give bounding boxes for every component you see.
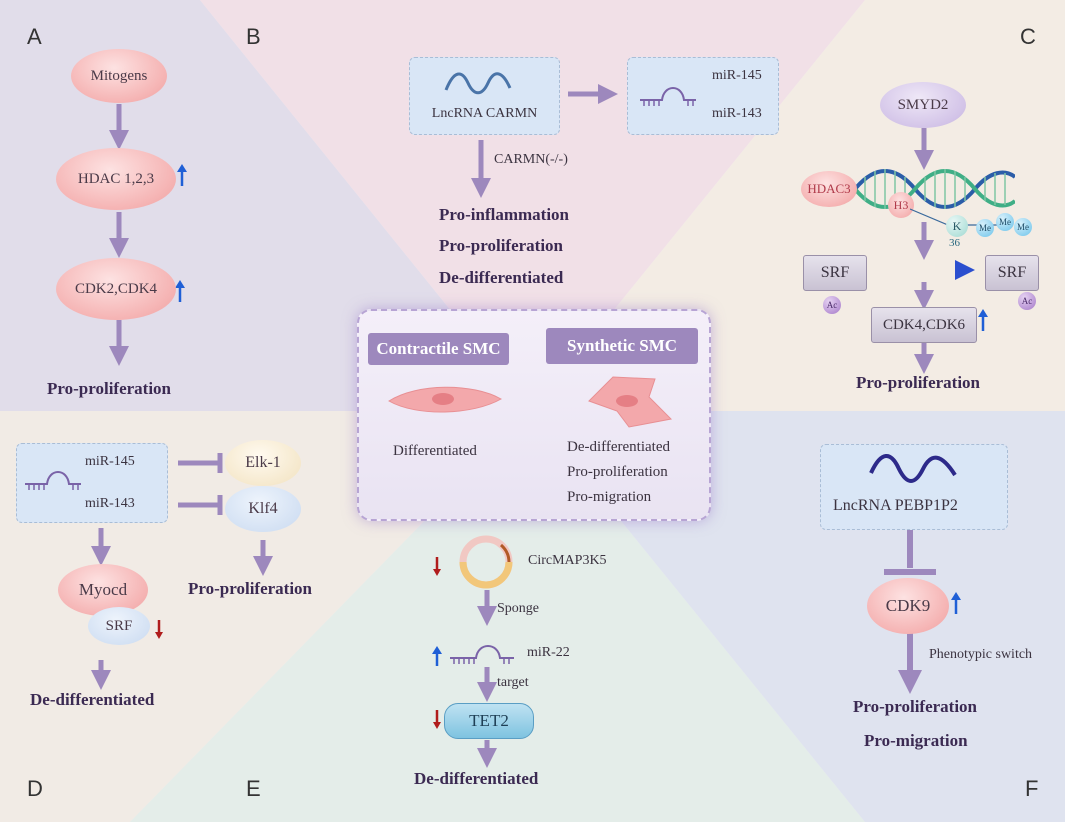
srf-left-box: SRF: [803, 255, 867, 291]
rna-wave-icon: [869, 454, 957, 483]
cdk9-node: CDK9: [867, 578, 949, 634]
hdac3-node: HDAC3: [801, 171, 857, 207]
up-arrow-icon: [177, 164, 187, 186]
lysine-number: 36: [949, 237, 960, 249]
panel-c-outcome: Pro-proliferation: [856, 373, 981, 392]
panel-d-dediff: De-differentiated: [30, 690, 155, 709]
lncrna-carmn-box: LncRNA CARMN: [409, 57, 560, 135]
panel-e-outcome: De-differentiated: [414, 769, 539, 788]
contractile-smc-header: Contractile SMC: [368, 333, 509, 365]
contractile-cell-icon: [388, 386, 503, 413]
synthetic-smc-header: Synthetic SMC: [546, 328, 698, 364]
panel-f-outcome-1: Pro-proliferation: [853, 697, 978, 716]
srf-right-box: SRF: [985, 255, 1039, 291]
srf-node-d: SRF: [88, 607, 150, 645]
lncrna-pebp1p2-label: LncRNA PEBP1P2: [833, 497, 958, 514]
hdac-node: HDAC 1,2,3: [56, 148, 176, 210]
methyl-group-1: Me: [976, 219, 994, 237]
up-arrow-icon: [978, 309, 988, 331]
synthetic-cell-icon: [588, 376, 673, 428]
phenotypic-switch-label: Phenotypic switch: [929, 647, 1033, 662]
panel-b-outcome-3: De-differentiated: [439, 268, 564, 287]
panel-b-outcome-1: Pro-inflammation: [439, 205, 570, 224]
methyl-group-3: Me: [1014, 218, 1032, 236]
methyl-group-2: Me: [996, 213, 1014, 231]
mir143-label-d: miR-143: [85, 496, 135, 511]
myocd-node: Myocd: [58, 564, 148, 616]
acetyl-group-left: Ac: [823, 296, 841, 314]
panel-a-outcome: Pro-proliferation: [47, 379, 172, 398]
panel-label-e: E: [246, 776, 261, 801]
panel-label-f: F: [1025, 776, 1039, 801]
cdk4-cdk6-box: CDK4,CDK6: [871, 307, 977, 343]
target-label: target: [497, 675, 529, 690]
panel-b-outcome-2: Pro-proliferation: [439, 236, 564, 255]
panel-label-a: A: [27, 24, 42, 49]
up-arrow-icon: [432, 646, 442, 666]
up-arrow-icon: [951, 592, 961, 614]
smc-phenotype-panel: Contractile SMC Synthetic SMC Differenti…: [357, 309, 711, 521]
up-arrow-icon: [175, 280, 185, 302]
lysine-node: K: [946, 215, 968, 237]
mirna-hairpin-icon: [25, 471, 81, 490]
mir22-label: miR-22: [527, 645, 570, 660]
sponge-label: Sponge: [497, 601, 539, 616]
synthetic-trait-1: De-differentiated: [567, 439, 671, 455]
sector-e: [130, 411, 865, 822]
differentiated-label: Differentiated: [393, 443, 477, 459]
mirna-box-d: miR-145 miR-143: [16, 443, 168, 523]
down-arrow-icon: [433, 710, 441, 729]
panel-f-outcome-2: Pro-migration: [864, 731, 968, 750]
carmn-knockout-label: CARMN(-/-): [494, 152, 568, 167]
mirna-hairpin-icon: [450, 645, 514, 664]
circrna-ring-icon: [459, 535, 513, 589]
klf4-node: Klf4: [225, 486, 301, 532]
mitogens-node: Mitogens: [71, 49, 167, 103]
tet2-node: TET2: [444, 703, 534, 739]
mir145-label-d: miR-145: [85, 454, 135, 469]
rna-wave-icon: [444, 72, 512, 95]
acetyl-group-right: Ac: [1018, 292, 1036, 310]
lncrna-carmn-label: LncRNA CARMN: [431, 106, 538, 121]
lncrna-pebp1p2-box: LncRNA PEBP1P2: [820, 444, 1008, 530]
down-arrow-icon: [433, 557, 441, 576]
cdk-node: CDK2,CDK4: [56, 258, 176, 320]
panel-label-d: D: [27, 776, 43, 801]
panel-d-prolif: Pro-proliferation: [188, 579, 313, 598]
smyd2-node: SMYD2: [880, 82, 966, 128]
down-arrow-icon: [155, 620, 163, 639]
h3-node: H3: [888, 192, 914, 218]
mir145-label-b: miR-145: [712, 68, 762, 83]
elk1-node: Elk-1: [225, 440, 301, 486]
dna-helix-icon: [855, 169, 1015, 209]
synthetic-trait-2: Pro-proliferation: [567, 464, 668, 480]
panel-label-b: B: [246, 24, 261, 49]
circmap3k5-label: CircMAP3K5: [528, 553, 607, 568]
synthetic-trait-3: Pro-migration: [567, 489, 652, 505]
mirna-hairpin-icon: [640, 87, 696, 106]
panel-label-c: C: [1020, 24, 1036, 49]
mir143-label-b: miR-143: [712, 106, 762, 121]
mirna-box-b: miR-145 miR-143: [627, 57, 779, 135]
